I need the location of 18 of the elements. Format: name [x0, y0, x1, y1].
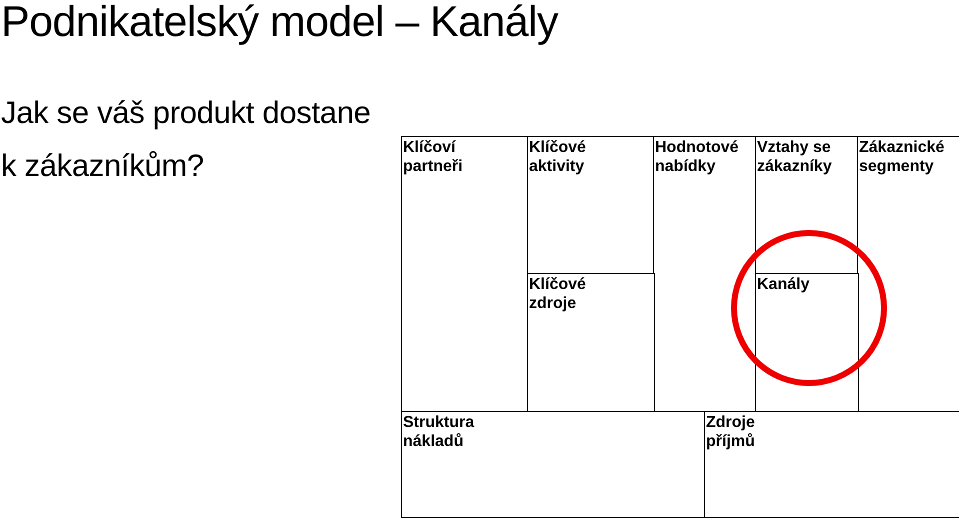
cell-heading: Zákaznické segmenty: [859, 139, 946, 176]
canvas-cell: [704, 411, 959, 518]
cell-heading: Klíčoví partneři: [403, 139, 464, 176]
slide-title: Podnikatelský model – Kanály: [1, 0, 558, 47]
canvas-cell: [527, 136, 654, 274]
cell-heading: Klíčové zdroje: [529, 276, 587, 313]
cell-heading: Kanály: [757, 276, 810, 294]
cell-heading: Vztahy se zákazníky: [757, 139, 833, 176]
canvas-cell: [755, 136, 858, 274]
cell-heading: Struktura nákladů: [403, 414, 476, 451]
cell-heading: Hodnotové nabídky: [655, 139, 740, 176]
cell-heading: Klíčové aktivity: [529, 139, 587, 176]
cell-heading: Zdroje příjmů: [706, 414, 756, 451]
question-text: Jak se váš produkt dostane k zákazníkům?: [1, 94, 372, 185]
canvas-cell: [401, 411, 706, 518]
canvas-cell: [755, 273, 858, 412]
canvas-cell: [401, 136, 528, 412]
canvas-cell: [527, 273, 654, 412]
